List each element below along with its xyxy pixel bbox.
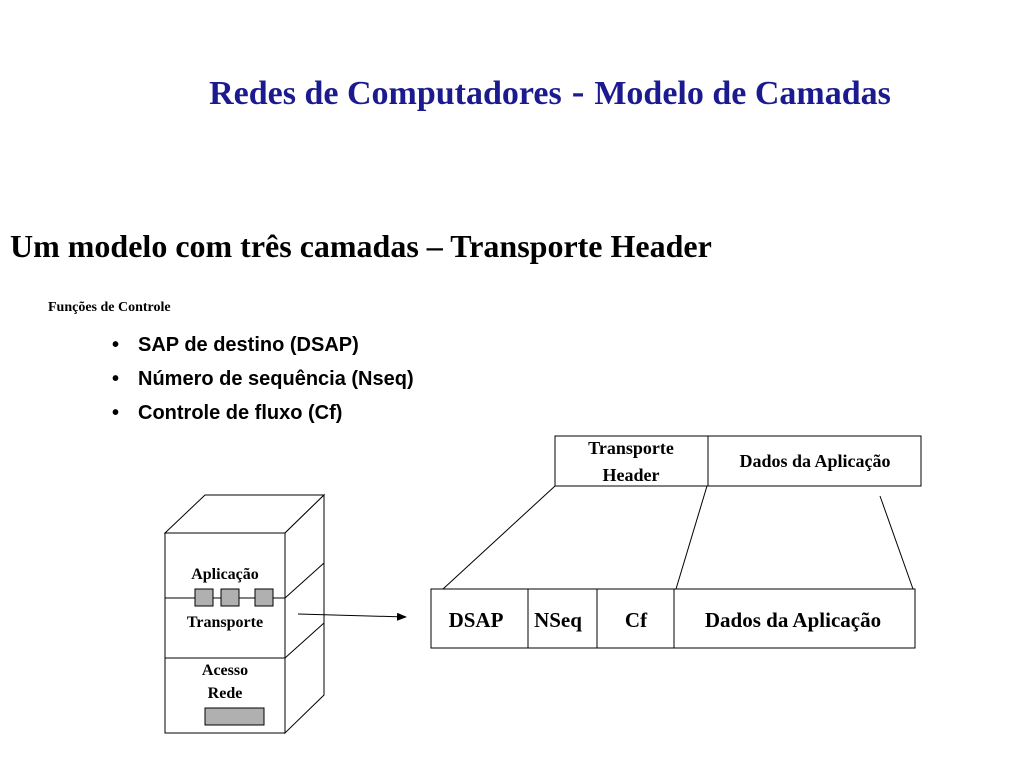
bullet-text: Controle de fluxo (Cf) (138, 402, 343, 424)
field-cf-box (596, 588, 675, 649)
stack-side-divider-2 (284, 622, 325, 659)
field-payload-box (673, 588, 916, 649)
bullet-item-nseq: • Número de sequência (Nseq) (112, 364, 414, 398)
field-payload: Dados da Aplicação (705, 608, 881, 632)
sap-port-1 (194, 588, 214, 607)
bullet-dot: • (112, 368, 120, 390)
field-dsap: DSAP (449, 608, 504, 632)
sap-port-3 (254, 588, 274, 607)
bottom-packet: DSAP NSeq Cf Dados da Aplicação (430, 588, 916, 649)
connector-line-right (879, 495, 914, 590)
title-dash: - (571, 71, 585, 113)
title-part-2: Modelo de Camadas (594, 75, 891, 112)
sap-port-2 (220, 588, 240, 607)
field-dsap-box (430, 588, 529, 649)
network-access-port (204, 707, 265, 726)
top-payload-box (707, 435, 922, 487)
stack-front-face (164, 532, 286, 734)
bullet-item-dsap: • SAP de destino (DSAP) (112, 330, 414, 364)
bullet-text: SAP de destino (DSAP) (138, 334, 359, 356)
section-label: Funções de Controle (48, 300, 171, 315)
connector-line-middle (675, 485, 708, 590)
transport-arrow (297, 612, 407, 621)
top-header-label-2: Header (603, 465, 660, 485)
top-payload-label: Dados da Aplicação (739, 451, 890, 471)
layer-label-rede: Rede (208, 685, 243, 702)
connector-line-left (442, 485, 556, 590)
field-cf: Cf (625, 608, 648, 632)
layer-stack (163, 493, 326, 735)
bullet-list: • SAP de destino (DSAP) • Número de sequên… (112, 330, 414, 432)
layer-label-transporte: Transporte (187, 614, 263, 631)
bullet-dot: • (112, 402, 120, 424)
encapsulation-lines (442, 485, 914, 590)
layer-label-acesso: Acesso (202, 662, 248, 679)
top-header-label-1: Transporte (588, 438, 674, 458)
bullet-dot: • (112, 334, 120, 356)
top-packet: Transporte Header Dados da Aplicação (554, 435, 922, 487)
bullet-text: Número de sequência (Nseq) (138, 368, 414, 390)
layer-label-aplicacao: Aplicação (191, 566, 259, 583)
bullet-item-cf: • Controle de fluxo (Cf) (112, 398, 414, 432)
field-nseq: NSeq (534, 608, 582, 632)
field-nseq-box (527, 588, 598, 649)
slide-title: Redes de Computadores-Modelo de Camadas (0, 70, 1024, 114)
title-part-1: Redes de Computadores (209, 75, 562, 112)
slide-subtitle: Um modelo com três camadas – Transporte … (10, 228, 712, 264)
stack-side-divider-1 (284, 562, 325, 599)
